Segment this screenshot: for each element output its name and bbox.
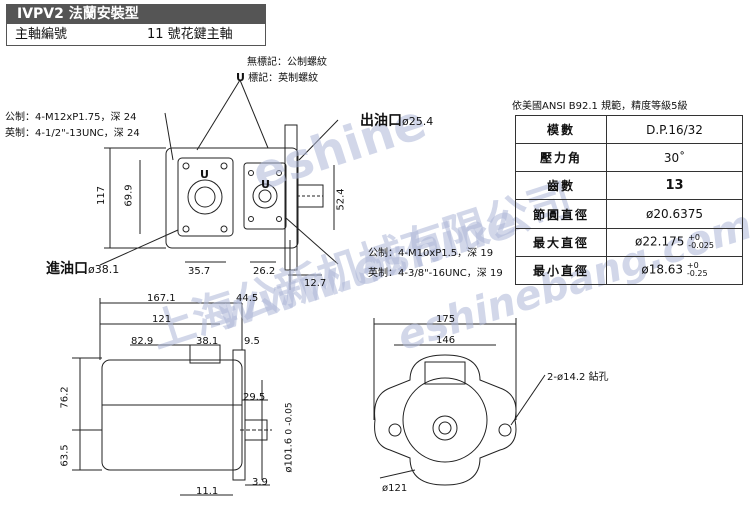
table-row: 最小直徑 ø18.63 +0-0.25 [515, 255, 743, 286]
model-title: IVPV2 法蘭安裝型 [7, 5, 265, 24]
mount-hole-right [498, 423, 512, 437]
outlet-port [252, 183, 278, 209]
dim-52-4: 52.4 [335, 188, 347, 211]
dim-117: 117 [96, 185, 108, 206]
dim-101-6: ø101.6 0 -0.05 [283, 402, 295, 473]
outlet-callout: 出油口ø25.4 [360, 113, 434, 129]
shaft-value: 11 號花鍵主軸 [147, 27, 233, 42]
port-holes-left-metric: 公制：4-M12xP1.75，深 24 [5, 112, 137, 123]
shaft-row: 主軸編號 11 號花鍵主軸 [7, 25, 265, 45]
table-row: 最大直徑 ø22.175 +0-0.025 [515, 227, 743, 257]
dim-9-5: 9.5 [244, 336, 260, 347]
dim-175: 175 [436, 314, 456, 325]
inlet-callout: 進油口ø38.1 [46, 261, 120, 277]
dim-121: 121 [152, 314, 172, 325]
thread-note-metric: 無標記：公制螺紋 [247, 57, 327, 68]
u-mark-outlet: U [261, 178, 270, 191]
front-flange [374, 354, 517, 486]
dim-26-2: 26.2 [253, 266, 276, 277]
outlet-flange [243, 162, 287, 230]
pump-body-top [165, 147, 299, 249]
inlet-port [187, 179, 223, 215]
dim-146: 146 [436, 335, 456, 346]
pump-body-side [101, 359, 243, 471]
dim-69-9: 69.9 [123, 184, 135, 207]
dim-82-9: 82.9 [131, 336, 154, 347]
inlet-flange [177, 157, 234, 237]
port-holes-right-imperial: 英制：4-3/8"-16UNC，深 19 [368, 268, 503, 279]
mount-holes-note: 2-ø14.2 鉆孔 [547, 372, 609, 383]
dim-63-5: 63.5 [59, 444, 71, 467]
dim-3-9: 3.9 [252, 477, 268, 488]
front-body [402, 377, 488, 463]
dim-76-2: 76.2 [59, 386, 71, 409]
dim-38-1: 38.1 [196, 336, 219, 347]
title-box: IVPV2 法蘭安裝型 主軸編號 11 號花鍵主軸 [6, 4, 266, 46]
thread-note-imperial: U 標記：英制螺紋 [236, 71, 319, 84]
shaft-label: 主軸編號 [15, 27, 68, 42]
dim-29-5: 29.5 [243, 392, 266, 403]
spec-title: 依美國ANSI B92.1 規範，精度等級5級 [512, 101, 688, 112]
dim-35-7: 35.7 [188, 266, 211, 277]
dim-121-circle: ø121 [382, 483, 408, 494]
dim-12-7: 12.7 [304, 278, 327, 289]
mount-flange-side [232, 349, 246, 481]
port-holes-right-metric: 公制：4-M10xP1.5，深 19 [368, 248, 494, 259]
mount-hole-left [388, 423, 402, 437]
dim-44-5: 44.5 [236, 293, 259, 304]
u-mark-inlet: U [200, 168, 209, 181]
dim-11-1: 11.1 [196, 486, 219, 497]
port-holes-left-imperial: 英制：4-1/2"-13UNC，深 24 [5, 128, 140, 139]
dim-167-1: 167.1 [147, 293, 176, 304]
